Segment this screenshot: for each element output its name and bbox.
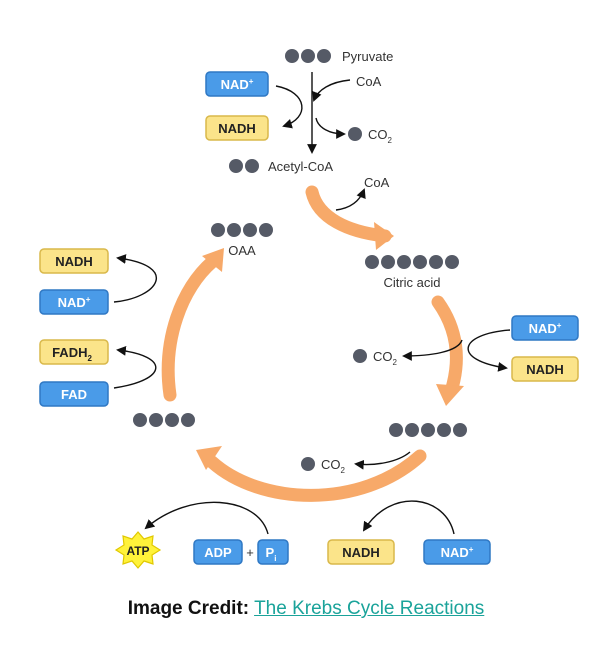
co2-top-label: CO2	[368, 127, 393, 145]
five-carbon-chain	[389, 423, 467, 437]
arrowhead-right	[436, 384, 464, 406]
co2-bottom-molecule	[301, 457, 315, 471]
acetyl-coa-label: Acetyl-CoA	[268, 159, 333, 174]
cycle-arrowheads	[196, 222, 464, 470]
nad-to-nadh-right-arrow	[467, 329, 511, 372]
co2-right-arrow	[402, 339, 463, 361]
cycle-arrow-entry	[305, 185, 392, 243]
reaction-arrows	[113, 72, 511, 535]
co2-bottom-label: CO2	[321, 457, 346, 475]
krebs-cycle-diagram: Pyruvate CoA CO2 Acetyl-CoA CoA OAA Citr…	[39, 49, 579, 569]
acetyl-coa-chain	[229, 159, 259, 173]
nad-to-nadh-bottom-arrow	[362, 500, 455, 535]
arrowhead-left	[202, 248, 224, 272]
nadh-right-box: NADH	[511, 356, 579, 382]
nad-to-nadh-left-arrow	[113, 254, 157, 303]
image-credit-label: Image Credit:	[127, 598, 250, 619]
co2-right-label: CO2	[373, 349, 398, 367]
svg-text:ATP: ATP	[126, 544, 149, 558]
svg-text:NADH: NADH	[526, 362, 564, 377]
nadh-left-box: NADH	[39, 248, 109, 274]
image-credit: Image Credit: The Krebs Cycle Reactions	[0, 598, 612, 620]
co2-top-molecule	[348, 127, 362, 141]
oaa-chain	[211, 223, 273, 237]
svg-text:ADP: ADP	[204, 545, 232, 560]
pi-box: Pi	[257, 539, 289, 565]
nad-right-box: NAD+	[511, 315, 579, 341]
image-credit-link[interactable]: The Krebs Cycle Reactions	[254, 598, 485, 619]
citric-acid-chain	[365, 255, 459, 269]
citric-acid-label: Citric acid	[383, 275, 440, 290]
cycle-arrow-bottom	[205, 449, 427, 502]
arrowhead-bottom	[196, 446, 222, 470]
nadh-top-box: NADH	[205, 115, 269, 141]
nad-top-box: NAD+	[205, 71, 269, 97]
cycle-arrow-left	[161, 255, 219, 402]
oaa-label: OAA	[228, 243, 256, 258]
fad-to-fadh2-left-arrow	[113, 346, 157, 389]
atp-star: ATP	[114, 531, 162, 569]
pyruvate-chain	[285, 49, 331, 63]
svg-text:FADH2: FADH2	[52, 345, 92, 363]
fad-left-box: FAD	[39, 381, 109, 407]
svg-text:NAD+: NAD+	[58, 295, 91, 310]
plus-sign: +	[246, 545, 254, 560]
arrowhead-entry	[374, 222, 394, 250]
nad-left-box: NAD+	[39, 289, 109, 315]
svg-text:NADH: NADH	[55, 254, 93, 269]
pyruvate-label: Pyruvate	[342, 49, 393, 64]
co2-right-molecule	[353, 349, 367, 363]
adp-to-atp-arrow	[144, 501, 269, 535]
svg-text:NAD+: NAD+	[529, 321, 562, 336]
coa-out-label: CoA	[364, 175, 390, 190]
svg-text:NADH: NADH	[218, 121, 256, 136]
nad-to-nadh-top-arrow	[275, 85, 303, 129]
cycle-arrows	[161, 185, 463, 502]
adp-box: ADP	[193, 539, 243, 565]
svg-text:NAD+: NAD+	[441, 545, 474, 560]
coa-in-label: CoA	[356, 74, 382, 89]
coa-out-arrow	[335, 188, 366, 211]
nad-bottom-box: NAD+	[423, 539, 491, 565]
svg-text:NADH: NADH	[342, 545, 380, 560]
svg-text:NAD+: NAD+	[221, 77, 254, 92]
svg-text:Pi: Pi	[266, 545, 277, 563]
nadh-bottom-box: NADH	[327, 539, 395, 565]
four-carbon-chain	[133, 413, 195, 427]
fadh2-left-box: FADH2	[39, 339, 109, 365]
coa-in-arrow	[312, 79, 351, 102]
co2-top-arrow	[315, 117, 346, 139]
co2-bottom-arrow	[354, 451, 411, 470]
svg-text:FAD: FAD	[61, 387, 87, 402]
cycle-arrow-right	[431, 295, 463, 395]
